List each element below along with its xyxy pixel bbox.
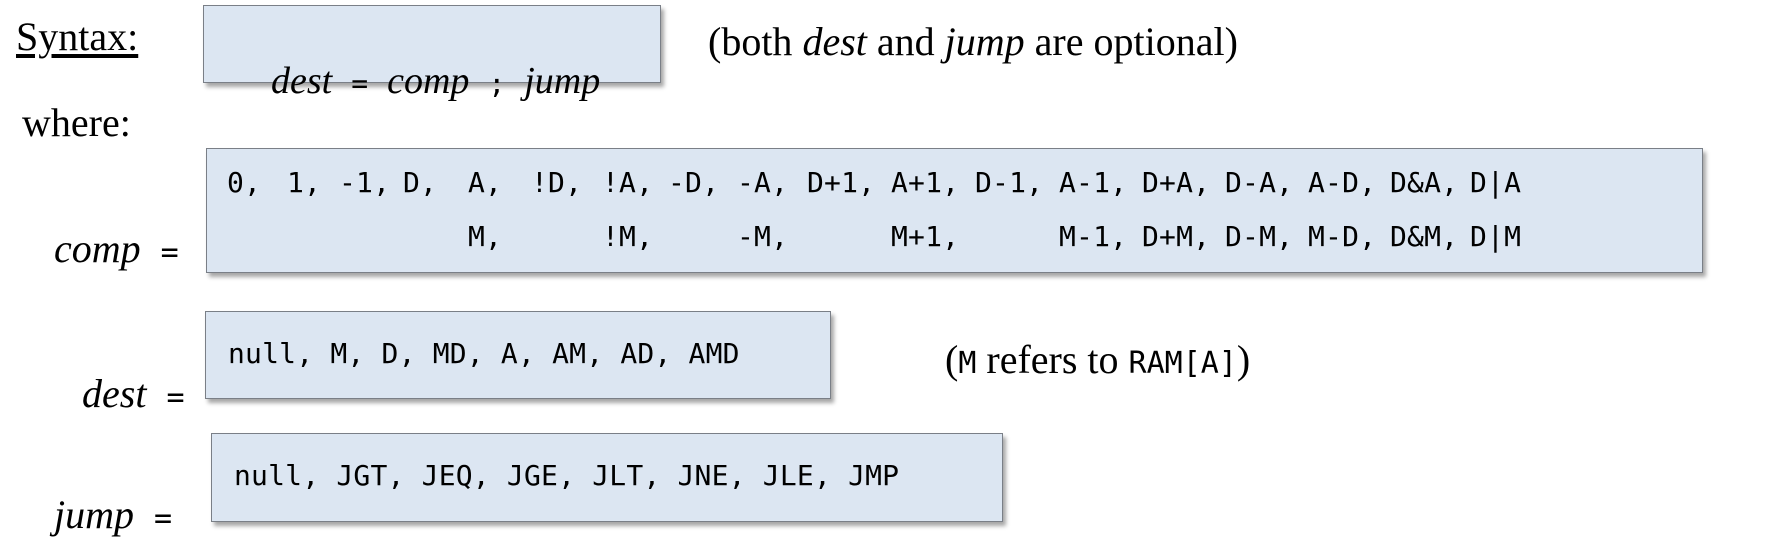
comp-row1-cell: A-1,	[1059, 166, 1128, 199]
syntax-box: dest = comp ; jump	[203, 5, 661, 100]
comp-row1-cell: 1,	[287, 166, 322, 199]
dest-note-open: (	[945, 337, 959, 382]
dest-note-ram: RAM[A]	[1128, 346, 1237, 381]
jump-label: jump	[54, 492, 134, 537]
dest-label-row: dest =	[62, 334, 185, 414]
comp-row1-cell: D|A	[1470, 166, 1522, 199]
comp-row2-cell: D+M,	[1142, 220, 1211, 253]
comp-equals: =	[160, 235, 179, 270]
comp-row1-cell: -A,	[737, 166, 789, 199]
syntax-note-and: and	[866, 19, 945, 64]
syntax-note-close: are optional)	[1024, 19, 1238, 64]
comp-row2-cell: !M,	[602, 220, 654, 253]
jump-box: null, JGT, JEQ, JGE, JLT, JNE, JLE, JMP	[211, 433, 1003, 522]
dest-note: (M refers to RAM[A])	[945, 340, 1250, 380]
comp-row2-cell: M,	[468, 220, 503, 253]
dest-note-m: M	[958, 346, 977, 381]
dest-box: null, M, D, MD, A, AM, AD, AMD	[205, 311, 831, 399]
comp-row1-cell: D,	[403, 166, 438, 199]
dest-label: dest	[82, 371, 147, 416]
syntax-note-jump: jump	[944, 19, 1025, 64]
syntax-label: Syntax:	[16, 14, 139, 59]
syntax-semicolon: ;	[488, 67, 506, 100]
dest-note-close: )	[1236, 337, 1251, 382]
syntax-note-dest: dest	[802, 19, 867, 64]
dest-values: null, M, D, MD, A, AM, AD, AMD	[228, 337, 740, 370]
comp-row1-cell: D&A,	[1390, 166, 1459, 199]
syntax-equals: =	[351, 67, 369, 100]
syntax-expression: dest = comp ; jump	[233, 24, 600, 138]
dest-note-mid: refers to	[976, 337, 1129, 382]
comp-row1-cell: -D,	[668, 166, 720, 199]
comp-box: 0, 1, -1, D, A, !D, !A, -D, -A, D+1, A+1, D-1, A-1, D…	[206, 148, 1703, 273]
comp-row1-cell: D+1,	[807, 166, 876, 199]
comp-row-1: 0, 1, -1, D, A, !D, !A, -D, -A, D+1, A+1, D-1, A-1, D…	[207, 169, 1702, 201]
comp-row1-cell: D+A,	[1142, 166, 1211, 199]
jump-values: null, JGT, JEQ, JGE, JLT, JNE, JLE, JMP	[234, 459, 900, 492]
comp-row-2: M, !M, -M, M+1, M-1, D+M, D-M, M-D, D&M, D|M	[207, 223, 1702, 255]
comp-row2-cell: M-D,	[1308, 220, 1377, 253]
comp-row2-cell: D-M,	[1225, 220, 1294, 253]
jump-equals: =	[154, 501, 173, 536]
comp-row2-cell: D|M	[1470, 220, 1522, 253]
syntax-note: (both dest and jump are optional)	[708, 22, 1238, 62]
comp-row2-cell: M-1,	[1059, 220, 1128, 253]
comp-label: comp	[54, 226, 141, 271]
comp-row1-cell: 0,	[227, 166, 262, 199]
comp-row1-cell: D-1,	[975, 166, 1044, 199]
where-label: where:	[22, 100, 131, 145]
dest-equals: =	[166, 380, 185, 415]
comp-row1-cell: -1,	[339, 166, 391, 199]
comp-row1-cell: !D,	[531, 166, 583, 199]
syntax-jump: jump	[524, 60, 601, 102]
jump-label-row: jump =	[34, 455, 172, 535]
syntax-note-open: (both	[708, 19, 803, 64]
comp-label-row: comp =	[34, 189, 179, 269]
comp-row1-cell: A,	[468, 166, 503, 199]
comp-row2-cell: M+1,	[891, 220, 960, 253]
syntax-comp: comp	[387, 60, 470, 102]
comp-row1-cell: A-D,	[1308, 166, 1377, 199]
comp-row1-cell: A+1,	[891, 166, 960, 199]
comp-row2-cell: -M,	[737, 220, 789, 253]
syntax-dest: dest	[271, 60, 333, 102]
comp-row2-cell: D&M,	[1390, 220, 1459, 253]
comp-row1-cell: !A,	[602, 166, 654, 199]
comp-row1-cell: D-A,	[1225, 166, 1294, 199]
